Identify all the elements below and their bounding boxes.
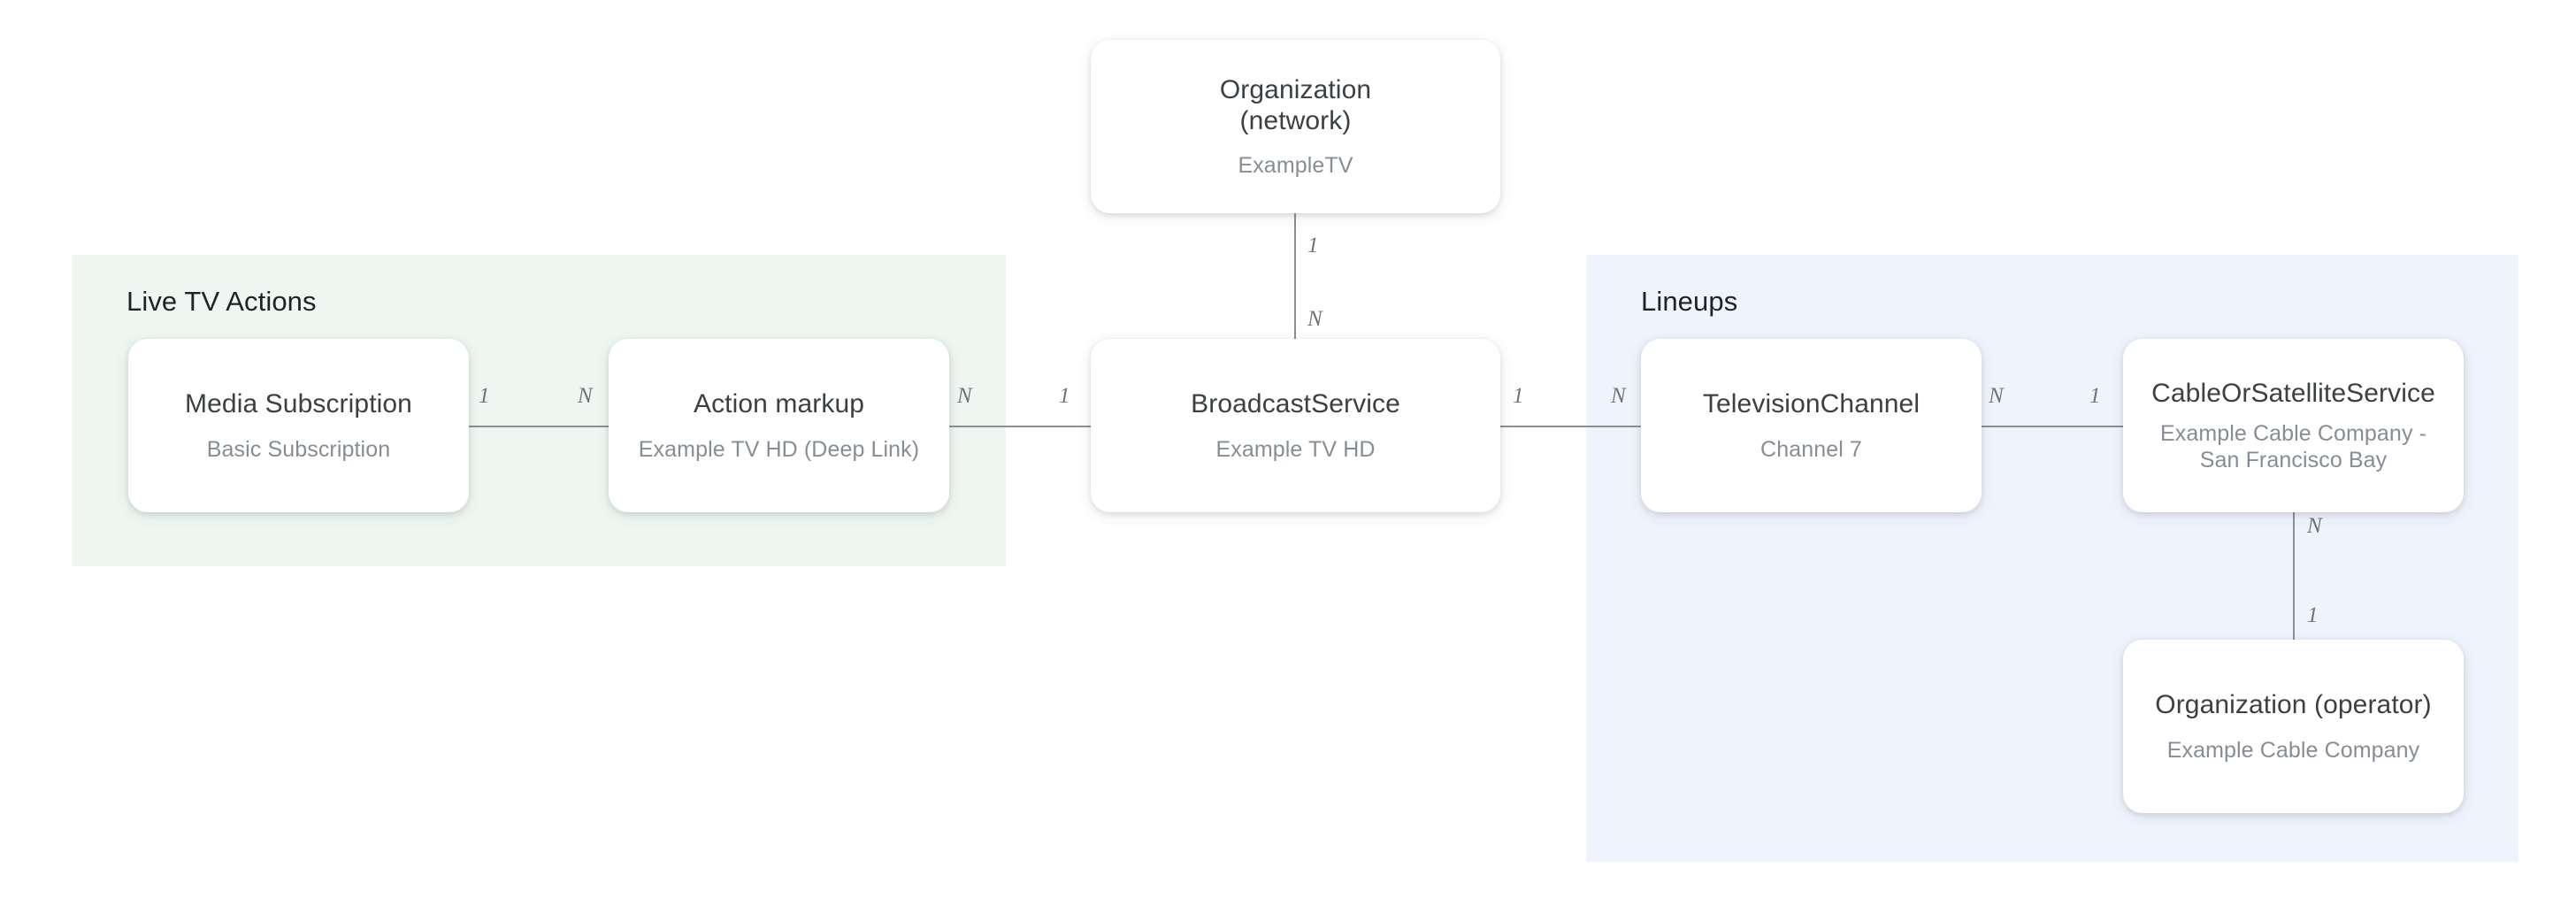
edge-label-action-markup-from: N bbox=[957, 384, 972, 408]
node-subtitle-cable-or-satellite-service: Example Cable Company - San Francisco Ba… bbox=[2159, 420, 2427, 472]
edge-label-cable-or-satellite-service-to: 1 bbox=[2307, 603, 2319, 627]
node-television-channel[interactable]: TelevisionChannel Channel 7 bbox=[1641, 339, 1982, 512]
node-subtitle-broadcast-service: Example TV HD bbox=[1215, 436, 1376, 462]
edge-label-media-subscription-from: 1 bbox=[479, 384, 490, 408]
edge-media-subscription-to-action-markup bbox=[460, 426, 619, 427]
edge-label-organization-network-from: 1 bbox=[1307, 234, 1319, 257]
edge-label-television-channel-from: N bbox=[1989, 384, 2004, 408]
edge-label-organization-network-to: N bbox=[1307, 307, 1322, 331]
node-title-organization-network: Organization (network) bbox=[1219, 74, 1372, 135]
edge-television-channel-to-cable-or-satellite-service bbox=[1973, 426, 2134, 427]
edge-label-broadcast-service-from: 1 bbox=[1513, 384, 1524, 408]
node-organization-network[interactable]: Organization (network) ExampleTV bbox=[1091, 40, 1500, 213]
node-title-media-subscription: Media Subscription bbox=[185, 389, 412, 419]
node-organization-operator[interactable]: Organization (operator) Example Cable Co… bbox=[2123, 640, 2464, 813]
edge-label-cable-or-satellite-service-from: N bbox=[2307, 514, 2322, 538]
node-title-television-channel: TelevisionChannel bbox=[1702, 389, 1920, 419]
edge-label-action-markup-to: 1 bbox=[1059, 384, 1070, 408]
node-subtitle-organization-operator: Example Cable Company bbox=[2166, 737, 2420, 763]
group-title-live-tv-actions: Live TV Actions bbox=[126, 286, 317, 317]
edge-organization-network-to-broadcast-service bbox=[1294, 212, 1296, 341]
edge-broadcast-service-to-television-channel bbox=[1495, 426, 1659, 427]
node-title-broadcast-service: BroadcastService bbox=[1191, 389, 1400, 419]
group-title-lineups: Lineups bbox=[1641, 286, 1738, 317]
node-media-subscription[interactable]: Media Subscription Basic Subscription bbox=[128, 339, 469, 512]
node-action-markup[interactable]: Action markup Example TV HD (Deep Link) bbox=[609, 339, 949, 512]
edge-label-media-subscription-to: N bbox=[578, 384, 593, 408]
node-title-action-markup: Action markup bbox=[693, 389, 865, 419]
node-subtitle-television-channel: Channel 7 bbox=[1760, 436, 1862, 462]
node-title-cable-or-satellite-service: CableOrSatelliteService bbox=[2151, 379, 2435, 409]
edge-cable-or-satellite-service-to-organization-operator bbox=[2293, 509, 2295, 641]
edge-label-television-channel-to: 1 bbox=[2089, 384, 2101, 408]
node-subtitle-media-subscription: Basic Subscription bbox=[206, 436, 391, 462]
node-subtitle-action-markup: Example TV HD (Deep Link) bbox=[638, 436, 920, 462]
node-title-organization-operator: Organization (operator) bbox=[2155, 690, 2432, 720]
node-cable-or-satellite-service[interactable]: CableOrSatelliteService Example Cable Co… bbox=[2123, 339, 2464, 512]
edge-action-markup-to-broadcast-service bbox=[940, 426, 1104, 427]
node-broadcast-service[interactable]: BroadcastService Example TV HD bbox=[1091, 339, 1500, 512]
edge-label-broadcast-service-to: N bbox=[1611, 384, 1626, 408]
node-subtitle-organization-network: ExampleTV bbox=[1238, 153, 1353, 179]
